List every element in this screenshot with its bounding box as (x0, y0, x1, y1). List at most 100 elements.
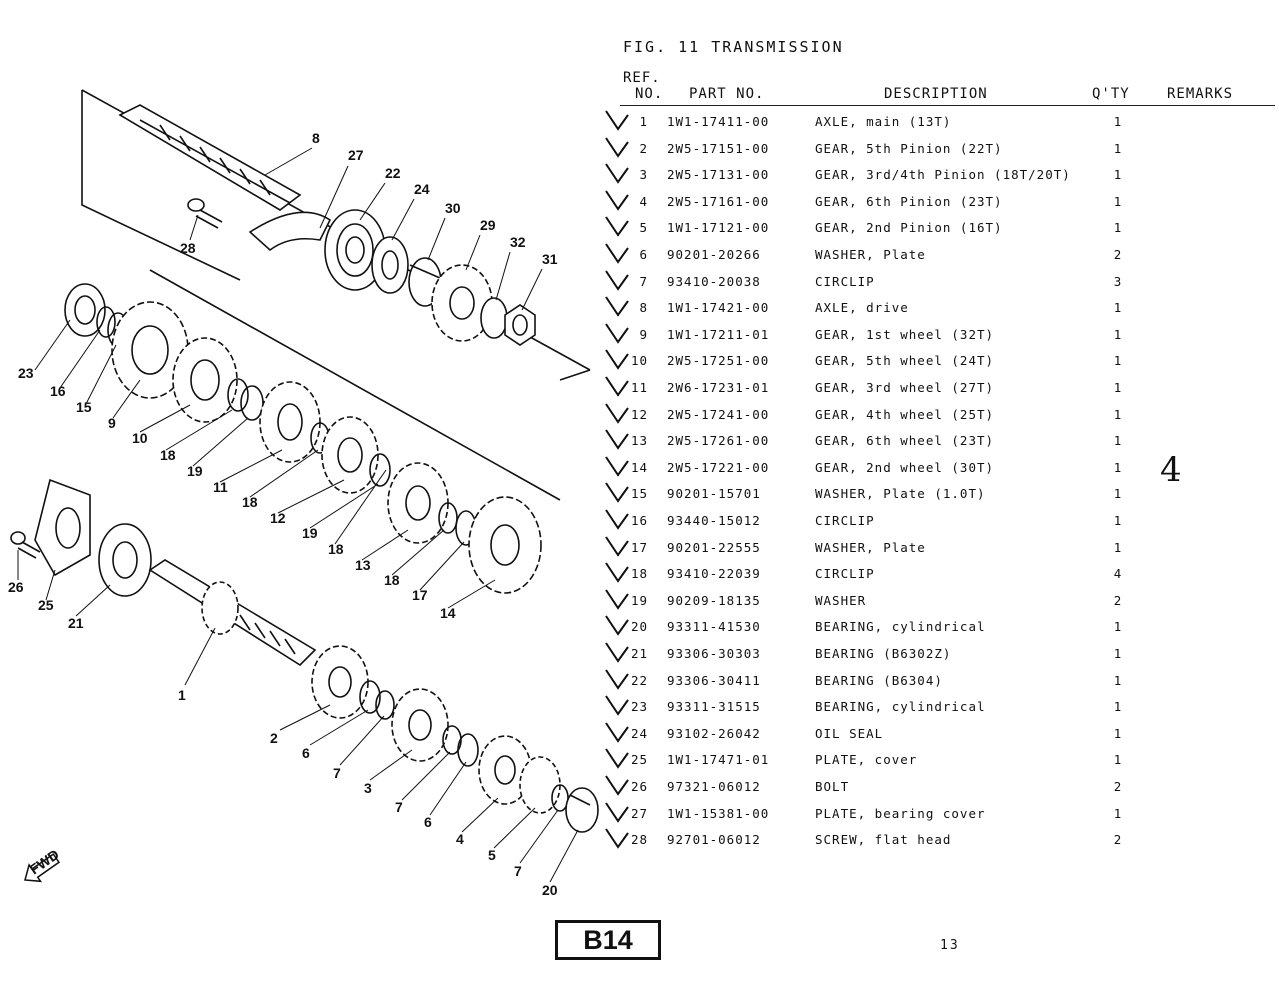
figure-title: FIG. 11 TRANSMISSION (623, 38, 844, 56)
quantity: 1 (1113, 486, 1123, 502)
check-mark-icon (605, 403, 629, 424)
quantity: 1 (1113, 672, 1123, 688)
description: GEAR, 5th Pinion (22T) (815, 140, 1003, 156)
callout-label: 28 (180, 240, 196, 256)
bearing-cover-plate-27 (248, 211, 332, 252)
part-no: 1W1-17211-01 (667, 326, 770, 342)
page-number: 13 (940, 938, 960, 953)
header-ref: REF. NO. (623, 70, 664, 102)
callout-label: 6 (302, 745, 310, 761)
description: BEARING, cylindrical (815, 619, 986, 635)
callout-label: 6 (424, 814, 432, 830)
ref-no: 3 (639, 167, 648, 183)
check-mark-icon (605, 456, 629, 477)
transmission-exploded-diagram: FWD 827222430293231282316159101819111812… (8, 89, 599, 898)
callout-label: 2 (270, 730, 278, 746)
description: GEAR, 2nd wheel (30T) (815, 459, 995, 475)
gear-14 (468, 496, 542, 594)
header-part-no: PART NO. (689, 86, 765, 102)
ref-no: 2 (639, 140, 648, 156)
ref-no: 10 (630, 353, 648, 369)
oil-seal-24 (371, 236, 409, 294)
header-description: DESCRIPTION (884, 86, 988, 102)
ref-no: 17 (630, 539, 648, 555)
quantity: 1 (1113, 646, 1123, 661)
callout-label: 27 (348, 147, 364, 163)
gear-11 (259, 381, 321, 463)
callout-label: 32 (510, 234, 526, 250)
quantity: 1 (1113, 114, 1123, 129)
description: BEARING, cylindrical (815, 699, 986, 715)
check-mark-icon (605, 190, 629, 211)
description: BEARING (B6304) (815, 672, 943, 688)
part-no: 93102-26042 (667, 725, 761, 741)
check-mark-icon (605, 110, 629, 131)
quantity: 4 (1113, 566, 1123, 582)
description: CIRCLIP (815, 273, 875, 289)
part-no: 93311-41530 (667, 619, 761, 635)
callout-label: 3 (364, 780, 372, 796)
lock-washer-32 (480, 297, 508, 339)
check-mark-icon (605, 589, 629, 610)
description: BEARING (B6302Z) (815, 646, 952, 661)
part-no: 93306-30411 (667, 672, 761, 688)
description: BOLT (815, 779, 850, 794)
ref-no: 13 (630, 433, 648, 449)
quantity: 2 (1113, 592, 1123, 608)
description: AXLE, main (13T) (815, 114, 952, 129)
washer-6b (457, 733, 479, 767)
quantity: 1 (1113, 752, 1123, 768)
callout-label: 18 (242, 494, 258, 510)
part-no: 1W1-17471-01 (667, 752, 770, 768)
callout-label: 7 (395, 799, 403, 815)
check-mark-icon (605, 243, 629, 264)
bearing-22 (324, 209, 386, 291)
cover-plate-25 (34, 478, 91, 577)
callout-label: 15 (76, 399, 92, 415)
ref-no: 7 (639, 273, 648, 289)
ref-no: 20 (630, 619, 648, 635)
callout-label: 29 (480, 217, 496, 233)
check-mark-icon (605, 270, 629, 291)
gear-3 (391, 688, 449, 762)
callout-label: 10 (132, 430, 148, 446)
part-no: 93410-22039 (667, 566, 761, 582)
section-box: B14 (555, 920, 661, 960)
quantity: 1 (1113, 300, 1123, 316)
quantity: 1 (1113, 513, 1123, 528)
quantity: 1 (1113, 406, 1123, 422)
ref-no: 16 (630, 513, 648, 528)
handwritten-note: 4 (1160, 450, 1182, 490)
description: CIRCLIP (815, 566, 875, 582)
description: WASHER, Plate (815, 247, 926, 262)
gear-10 (172, 337, 238, 423)
quantity: 1 (1113, 459, 1123, 475)
part-no: 93410-20038 (667, 273, 761, 289)
callout-label: 9 (108, 415, 116, 431)
ref-no: 24 (630, 725, 648, 741)
quantity: 1 (1113, 193, 1123, 209)
callout-label: 13 (355, 557, 371, 573)
description: WASHER, Plate (815, 539, 926, 555)
callout-label: 7 (333, 765, 341, 781)
check-mark-icon (605, 137, 629, 158)
circlip-7a (375, 690, 395, 720)
quantity: 3 (1113, 273, 1123, 289)
callout-label: 21 (68, 615, 84, 631)
header-qty: Q'TY (1092, 86, 1130, 102)
callout-label: 17 (412, 587, 428, 603)
header-remarks: REMARKS (1167, 86, 1234, 102)
quantity: 1 (1113, 725, 1123, 741)
ref-no: 23 (630, 699, 648, 715)
check-mark-icon (605, 695, 629, 716)
